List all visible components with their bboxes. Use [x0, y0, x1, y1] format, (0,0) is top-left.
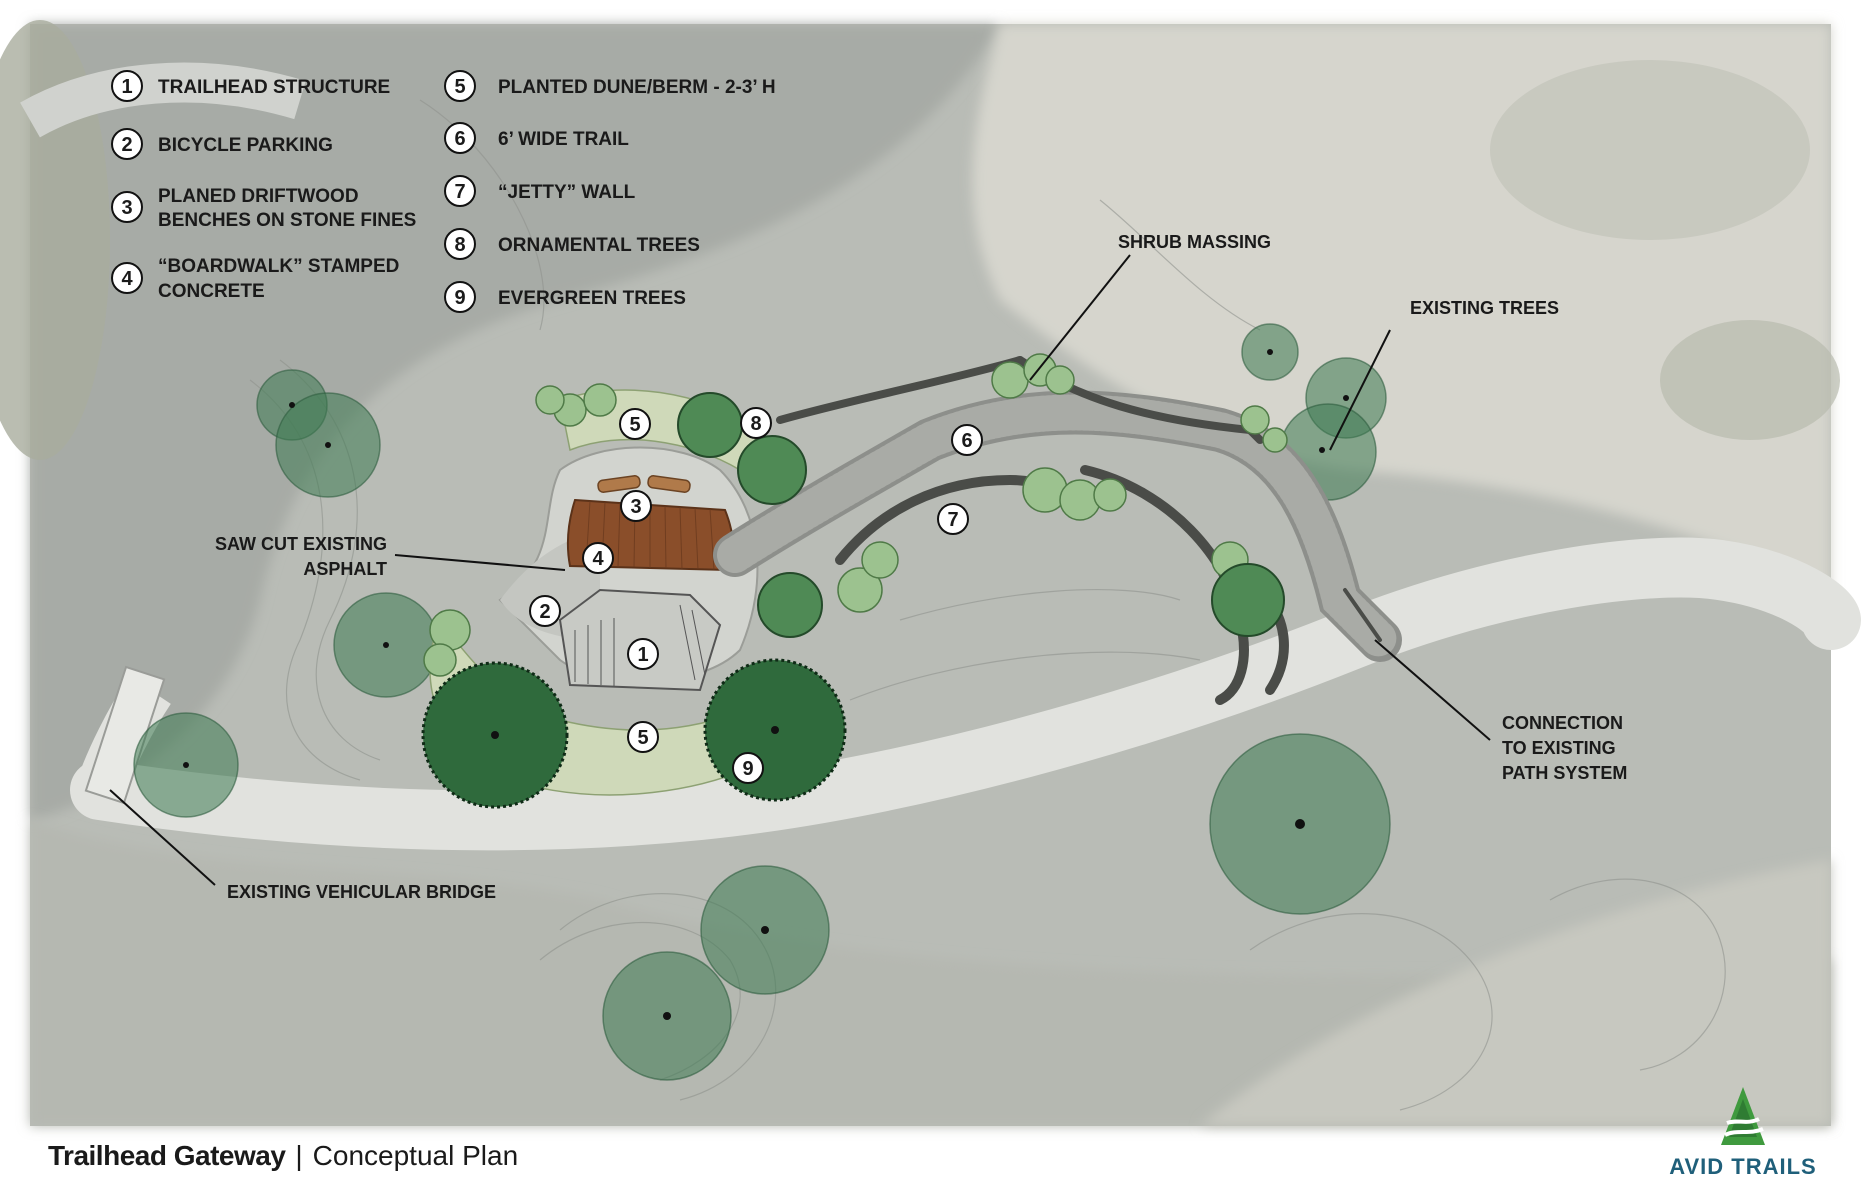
svg-text:5: 5 — [637, 727, 648, 749]
legend-label: ORNAMENTAL TREES — [498, 235, 700, 256]
legend-item: 9 EVERGREEN TREES — [444, 281, 686, 313]
title-separator: | — [295, 1140, 303, 1171]
legend-item: 8 ORNAMENTAL TREES — [444, 228, 700, 260]
existing-tree-centers — [183, 349, 1349, 1020]
svg-text:6: 6 — [961, 430, 972, 452]
legend-label: 6’ WIDE TRAIL — [498, 129, 629, 150]
legend-label: EVERGREEN TREES — [498, 288, 686, 309]
legend-label: “JETTY” WALL — [498, 182, 636, 203]
svg-text:4: 4 — [592, 548, 604, 570]
callout-connection: PATH SYSTEM — [1502, 763, 1627, 783]
evergreen-trees — [421, 658, 847, 809]
svg-text:3: 3 — [121, 197, 132, 219]
callout-saw-cut: SAW CUT EXISTING — [215, 534, 387, 554]
callout-bridge: EXISTING VEHICULAR BRIDGE — [227, 882, 496, 902]
ornamental-tree — [677, 392, 743, 458]
plan-marker: 7 — [937, 503, 969, 535]
callout-connection: CONNECTION — [1502, 713, 1623, 733]
legend-item: 7 “JETTY” WALL — [444, 175, 636, 207]
svg-text:2: 2 — [121, 134, 132, 156]
svg-text:5: 5 — [454, 76, 465, 98]
shrub-massing — [423, 353, 1288, 677]
avid-trails-logo-icon — [1721, 1087, 1765, 1145]
plan-marker: 6 — [951, 424, 983, 456]
plan-subtitle: Conceptual Plan — [312, 1140, 519, 1171]
brand-logo: AVID TRAILS — [1653, 1085, 1833, 1180]
plan-marker: 9 — [732, 752, 764, 784]
legend-label: “BOARDWALK” STAMPED — [158, 256, 399, 277]
callout-shrub-massing: SHRUB MASSING — [1118, 232, 1271, 252]
legend-item: 5 PLANTED DUNE/BERM - 2-3’ H — [444, 70, 776, 102]
legend-label: PLANTED DUNE/BERM - 2-3’ H — [498, 77, 776, 98]
callout-leader-lines — [109, 254, 1491, 886]
six-foot-trail — [713, 390, 1402, 662]
svg-text:8: 8 — [750, 413, 761, 435]
svg-text:7: 7 — [454, 181, 465, 203]
legend-label: PLANED DRIFTWOOD — [158, 186, 359, 207]
legend-item: 4 “BOARDWALK” STAMPED CONCRETE — [111, 256, 399, 302]
svg-text:8: 8 — [454, 234, 465, 256]
svg-text:1: 1 — [121, 76, 132, 98]
plan-marker: 1 — [627, 638, 659, 670]
legend-item: 2 BICYCLE PARKING — [111, 128, 333, 160]
ornamental-tree — [757, 572, 823, 638]
svg-text:7: 7 — [947, 509, 958, 531]
svg-text:6: 6 — [454, 128, 465, 150]
plan-title-block: Trailhead Gateway | Conceptual Plan — [48, 1140, 518, 1180]
svg-text:3: 3 — [630, 496, 641, 518]
callout-labels: SHRUB MASSING EXISTING TREES SAW CUT EXI… — [215, 232, 1627, 902]
legend: 1 TRAILHEAD STRUCTURE 2 BICYCLE PARKING … — [111, 70, 776, 313]
legend-label: BENCHES ON STONE FINES — [158, 210, 416, 231]
legend-label: BICYCLE PARKING — [158, 135, 333, 156]
plan-marker: 5 — [619, 408, 651, 440]
plan-marker: 5 — [627, 721, 659, 753]
callout-existing-trees: EXISTING TREES — [1410, 298, 1559, 318]
plan-marker: 8 — [740, 407, 772, 439]
plan-marker: 4 — [582, 542, 614, 574]
plan-title: Trailhead Gateway — [48, 1140, 286, 1171]
svg-text:5: 5 — [629, 414, 640, 436]
driftwood-benches — [597, 475, 691, 493]
svg-text:9: 9 — [742, 758, 753, 780]
callout-saw-cut: ASPHALT — [303, 559, 387, 579]
svg-text:2: 2 — [539, 601, 550, 623]
legend-item: 6 6’ WIDE TRAIL — [444, 122, 629, 154]
ornamental-tree — [1211, 563, 1285, 637]
legend-item: 1 TRAILHEAD STRUCTURE — [111, 70, 390, 102]
ornamental-tree — [737, 435, 807, 505]
brand-name: AVID TRAILS — [1669, 1154, 1817, 1179]
callout-connection: TO EXISTING — [1502, 738, 1616, 758]
svg-text:9: 9 — [454, 287, 465, 309]
plan-marker: 2 — [529, 595, 561, 627]
plan-markers: 1 2 3 4 5 5 6 7 8 9 — [529, 407, 983, 784]
legend-item: 3 PLANED DRIFTWOOD BENCHES ON STONE FINE… — [111, 186, 416, 231]
ornamental-trees — [677, 392, 1285, 638]
legend-label: TRAILHEAD STRUCTURE — [158, 77, 390, 98]
svg-text:1: 1 — [637, 644, 648, 666]
legend-label: CONCRETE — [158, 281, 265, 302]
svg-text:4: 4 — [121, 268, 133, 290]
plan-marker: 3 — [620, 490, 652, 522]
